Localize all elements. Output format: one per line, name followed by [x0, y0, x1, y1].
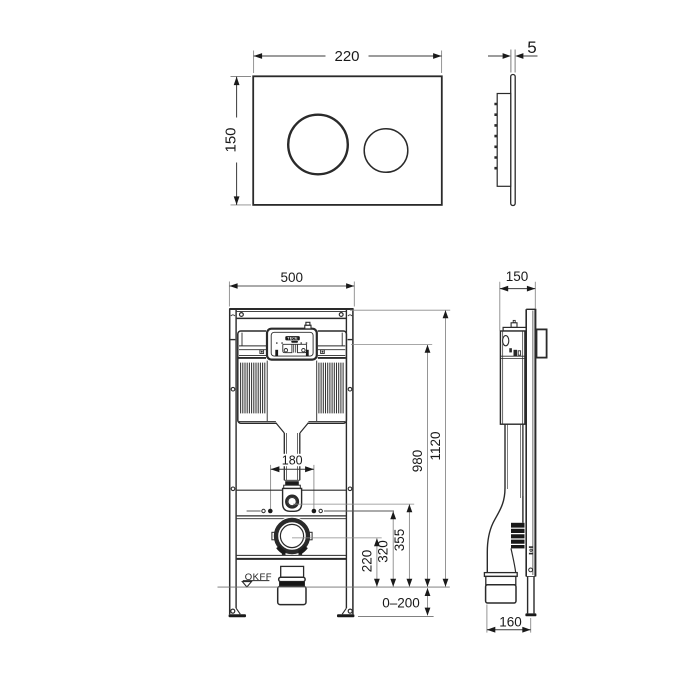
frame-depth-dimension [499, 281, 536, 331]
bracket-clips [494, 102, 498, 170]
dim-label-height-355: 355 [392, 529, 407, 552]
plate-height-dimension [230, 76, 251, 206]
dim-label-plate-thickness: 5 [527, 38, 536, 57]
frame-front-view [217, 281, 451, 618]
filling-valve-connector [304, 321, 312, 330]
plate-large-button [287, 113, 350, 176]
dim-label-height-980: 980 [410, 450, 425, 473]
dim-label-plate-height: 150 [223, 127, 240, 152]
cistern [237, 330, 348, 434]
height-dimensions [292, 309, 451, 616]
dim-label-height-220: 220 [359, 550, 374, 573]
plate-width-dimension [253, 50, 443, 73]
fixing-rod-row [246, 508, 394, 514]
frame-width-dimension [228, 281, 355, 307]
bolt-spacing-dimension [270, 464, 315, 511]
plate-outline [252, 75, 443, 206]
floor-level [217, 580, 450, 617]
logo-label: TECE [287, 337, 298, 341]
plate-side-view [488, 49, 538, 207]
frame-bottom-crossbar [236, 554, 346, 560]
frame-top-crossbar [236, 311, 346, 320]
frame-feet [228, 607, 355, 618]
plate-mounting-bracket [496, 92, 512, 187]
plate-side-profile [510, 73, 516, 207]
dim-label-frame-width: 500 [281, 270, 304, 285]
frame-side-view [483, 281, 548, 633]
side-elbow [483, 424, 525, 604]
dim-180-text-mask [277, 453, 307, 466]
flush-pipe [283, 433, 301, 481]
dim-label-frame-depth: 150 [506, 269, 529, 284]
dim-label-foot-adjust: 0–200 [382, 596, 420, 611]
side-rail [525, 308, 537, 617]
outlet-depth-dimension [486, 604, 532, 633]
floor-level-label: OKFF [245, 572, 272, 583]
dim-label-outlet-depth: 160 [499, 615, 522, 630]
cistern-hatching-left [240, 362, 266, 414]
dim-label-height-320: 320 [376, 540, 391, 563]
dim-label-bolt-spacing: 180 [282, 454, 303, 468]
waste-outlet [271, 516, 313, 556]
side-cistern [499, 319, 527, 498]
dim-label-plate-width: 220 [334, 48, 359, 65]
logo-box [285, 336, 300, 341]
wall-bracket [535, 328, 548, 359]
cistern-hatching-right [318, 362, 344, 414]
flush-elbow [281, 479, 303, 512]
plate-thickness-dimension [488, 49, 538, 73]
plate-front-view [230, 50, 443, 206]
drain-connector [276, 565, 307, 606]
plate-small-button [363, 127, 409, 174]
cistern-access-box [265, 327, 318, 361]
dim-label-height-1120: 1120 [428, 431, 443, 460]
